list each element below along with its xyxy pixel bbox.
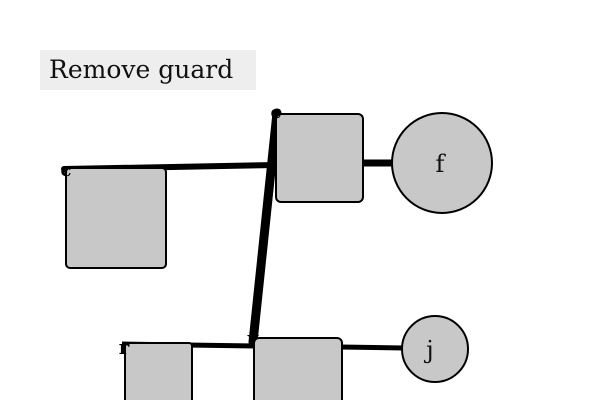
port-label-v: v <box>247 328 259 349</box>
node-square-small[interactable] <box>124 342 193 404</box>
node-circle-j[interactable] <box>401 315 469 383</box>
port-label-c-top: c <box>271 102 282 123</box>
node-square-top[interactable] <box>275 113 364 203</box>
remove-guard-button[interactable]: Remove guard <box>40 50 256 90</box>
node-label-j: j <box>423 336 433 364</box>
edge-top-to-bottom <box>248 108 282 347</box>
node-label-f: f <box>436 150 447 178</box>
edge-bottom-to-j <box>339 344 405 351</box>
node-circle-f[interactable] <box>391 112 493 214</box>
node-square-bottom[interactable] <box>253 337 343 404</box>
port-label-c-left: c <box>61 160 72 181</box>
port-label-r: r <box>119 335 130 359</box>
node-square-left[interactable] <box>65 167 167 269</box>
